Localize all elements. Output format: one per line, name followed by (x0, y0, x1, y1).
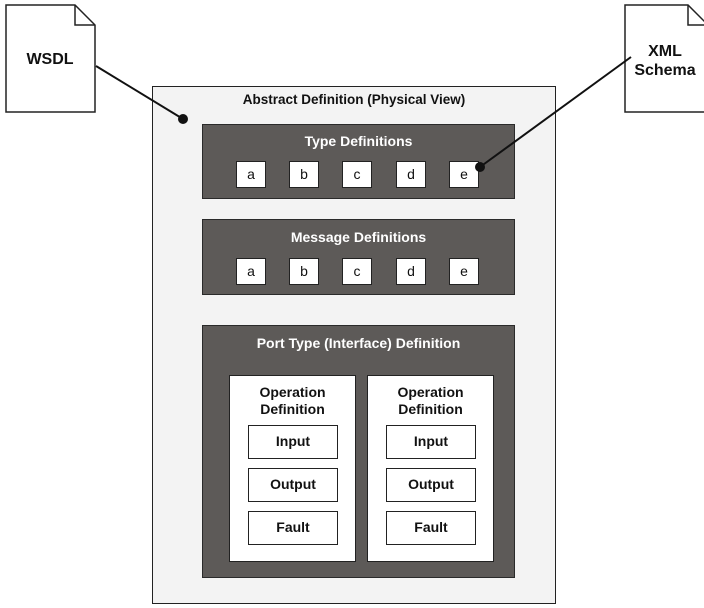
type-definitions-box: Type Definitions a b c d e (202, 124, 515, 199)
message-item: d (396, 258, 426, 285)
fault-message-box: Fault (386, 511, 476, 545)
operation-title-line1: Operation (397, 384, 464, 400)
xml-label-line2: Schema (634, 62, 696, 79)
type-item: c (342, 161, 372, 188)
wsdl-document-icon (5, 4, 96, 113)
type-item: d (396, 161, 426, 188)
fault-message-box: Fault (248, 511, 338, 545)
type-definitions-title: Type Definitions (304, 133, 413, 149)
operation-definition-title: Operation Definition (368, 384, 493, 418)
message-definitions-title: Message Definitions (290, 229, 427, 245)
type-item: b (289, 161, 319, 188)
message-item: b (289, 258, 319, 285)
operation-definition-title: Operation Definition (230, 384, 355, 418)
xml-label-line1: XML (648, 43, 682, 60)
wsdl-label: WSDL (26, 51, 74, 68)
message-item: c (342, 258, 372, 285)
operation-title-line2: Definition (398, 401, 463, 417)
input-message-box: Input (248, 425, 338, 459)
abstract-definition-title: Abstract Definition (Physical View) (242, 92, 466, 107)
operation-definition-box: Operation Definition Input Output Fault (229, 375, 356, 562)
message-item: a (236, 258, 266, 285)
xml-schema-label: XML Schema (622, 42, 704, 80)
port-type-definition-box: Port Type (Interface) Definition Operati… (202, 325, 515, 578)
message-definitions-box: Message Definitions a b c d e (202, 219, 515, 295)
port-type-title: Port Type (Interface) Definition (256, 335, 461, 351)
message-item: e (449, 258, 479, 285)
operation-definition-box: Operation Definition Input Output Fault (367, 375, 494, 562)
output-message-box: Output (386, 468, 476, 502)
operation-title-line2: Definition (260, 401, 325, 417)
type-item: e (449, 161, 479, 188)
operation-title-line1: Operation (259, 384, 326, 400)
type-item: a (236, 161, 266, 188)
output-message-box: Output (248, 468, 338, 502)
input-message-box: Input (386, 425, 476, 459)
